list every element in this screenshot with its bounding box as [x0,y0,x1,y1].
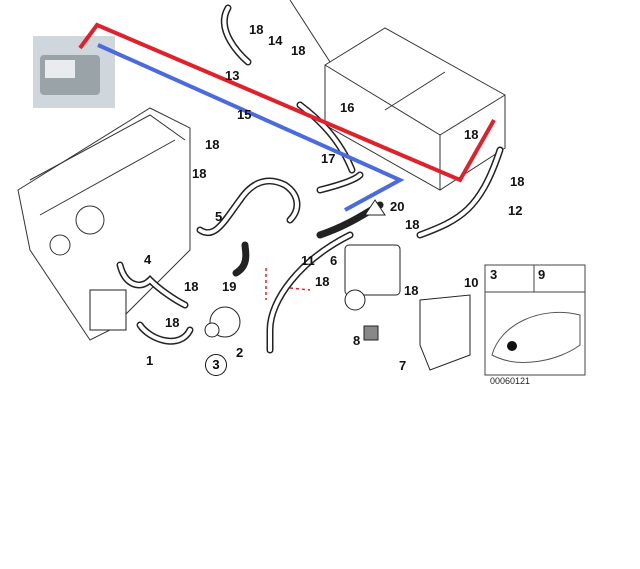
part-label: 19 [222,279,237,294]
part-label: 1 [146,353,154,368]
part-label: 10 [464,275,479,290]
part-label: 2 [236,345,244,360]
inset-box [484,264,586,376]
part-label: 18 [510,174,525,189]
car-outline [491,311,581,363]
part-label: 4 [144,252,152,267]
part-label: 13 [225,68,240,83]
hoses-inner [118,6,502,352]
feed-line [78,22,496,183]
part-label: 18 [404,283,419,298]
diagram-code: 00060121 [490,376,531,386]
part-label: 20 [390,199,405,214]
part-label: 16 [340,100,355,115]
part-label: 18 [249,22,264,37]
part-label: 18 [205,137,220,152]
part-label: 15 [237,107,252,122]
part-label: 18 [464,127,479,142]
part-label: 18 [184,279,199,294]
part-label: 12 [508,203,523,218]
part-label: 7 [399,358,407,373]
part-label: 18 [165,315,180,330]
part-label: 18 [315,274,330,289]
part-label: 11 [301,253,315,268]
part-label: 18 [291,43,306,58]
heater-core [289,0,506,191]
circled-part-label: 3 [205,354,227,376]
part-label: 9 [538,267,546,282]
part-label: 5 [215,209,223,224]
part-label: 18 [405,217,420,232]
engine-block [17,107,191,341]
valve-and-pump [89,199,471,371]
part-label: 3 [490,267,498,282]
part-label: 6 [330,253,338,268]
part-label: 17 [321,151,336,166]
part-label: 14 [268,33,283,48]
return-line [97,43,405,212]
location-marker [507,341,517,351]
part-label: 18 [192,166,207,181]
part-label: 8 [353,333,361,348]
